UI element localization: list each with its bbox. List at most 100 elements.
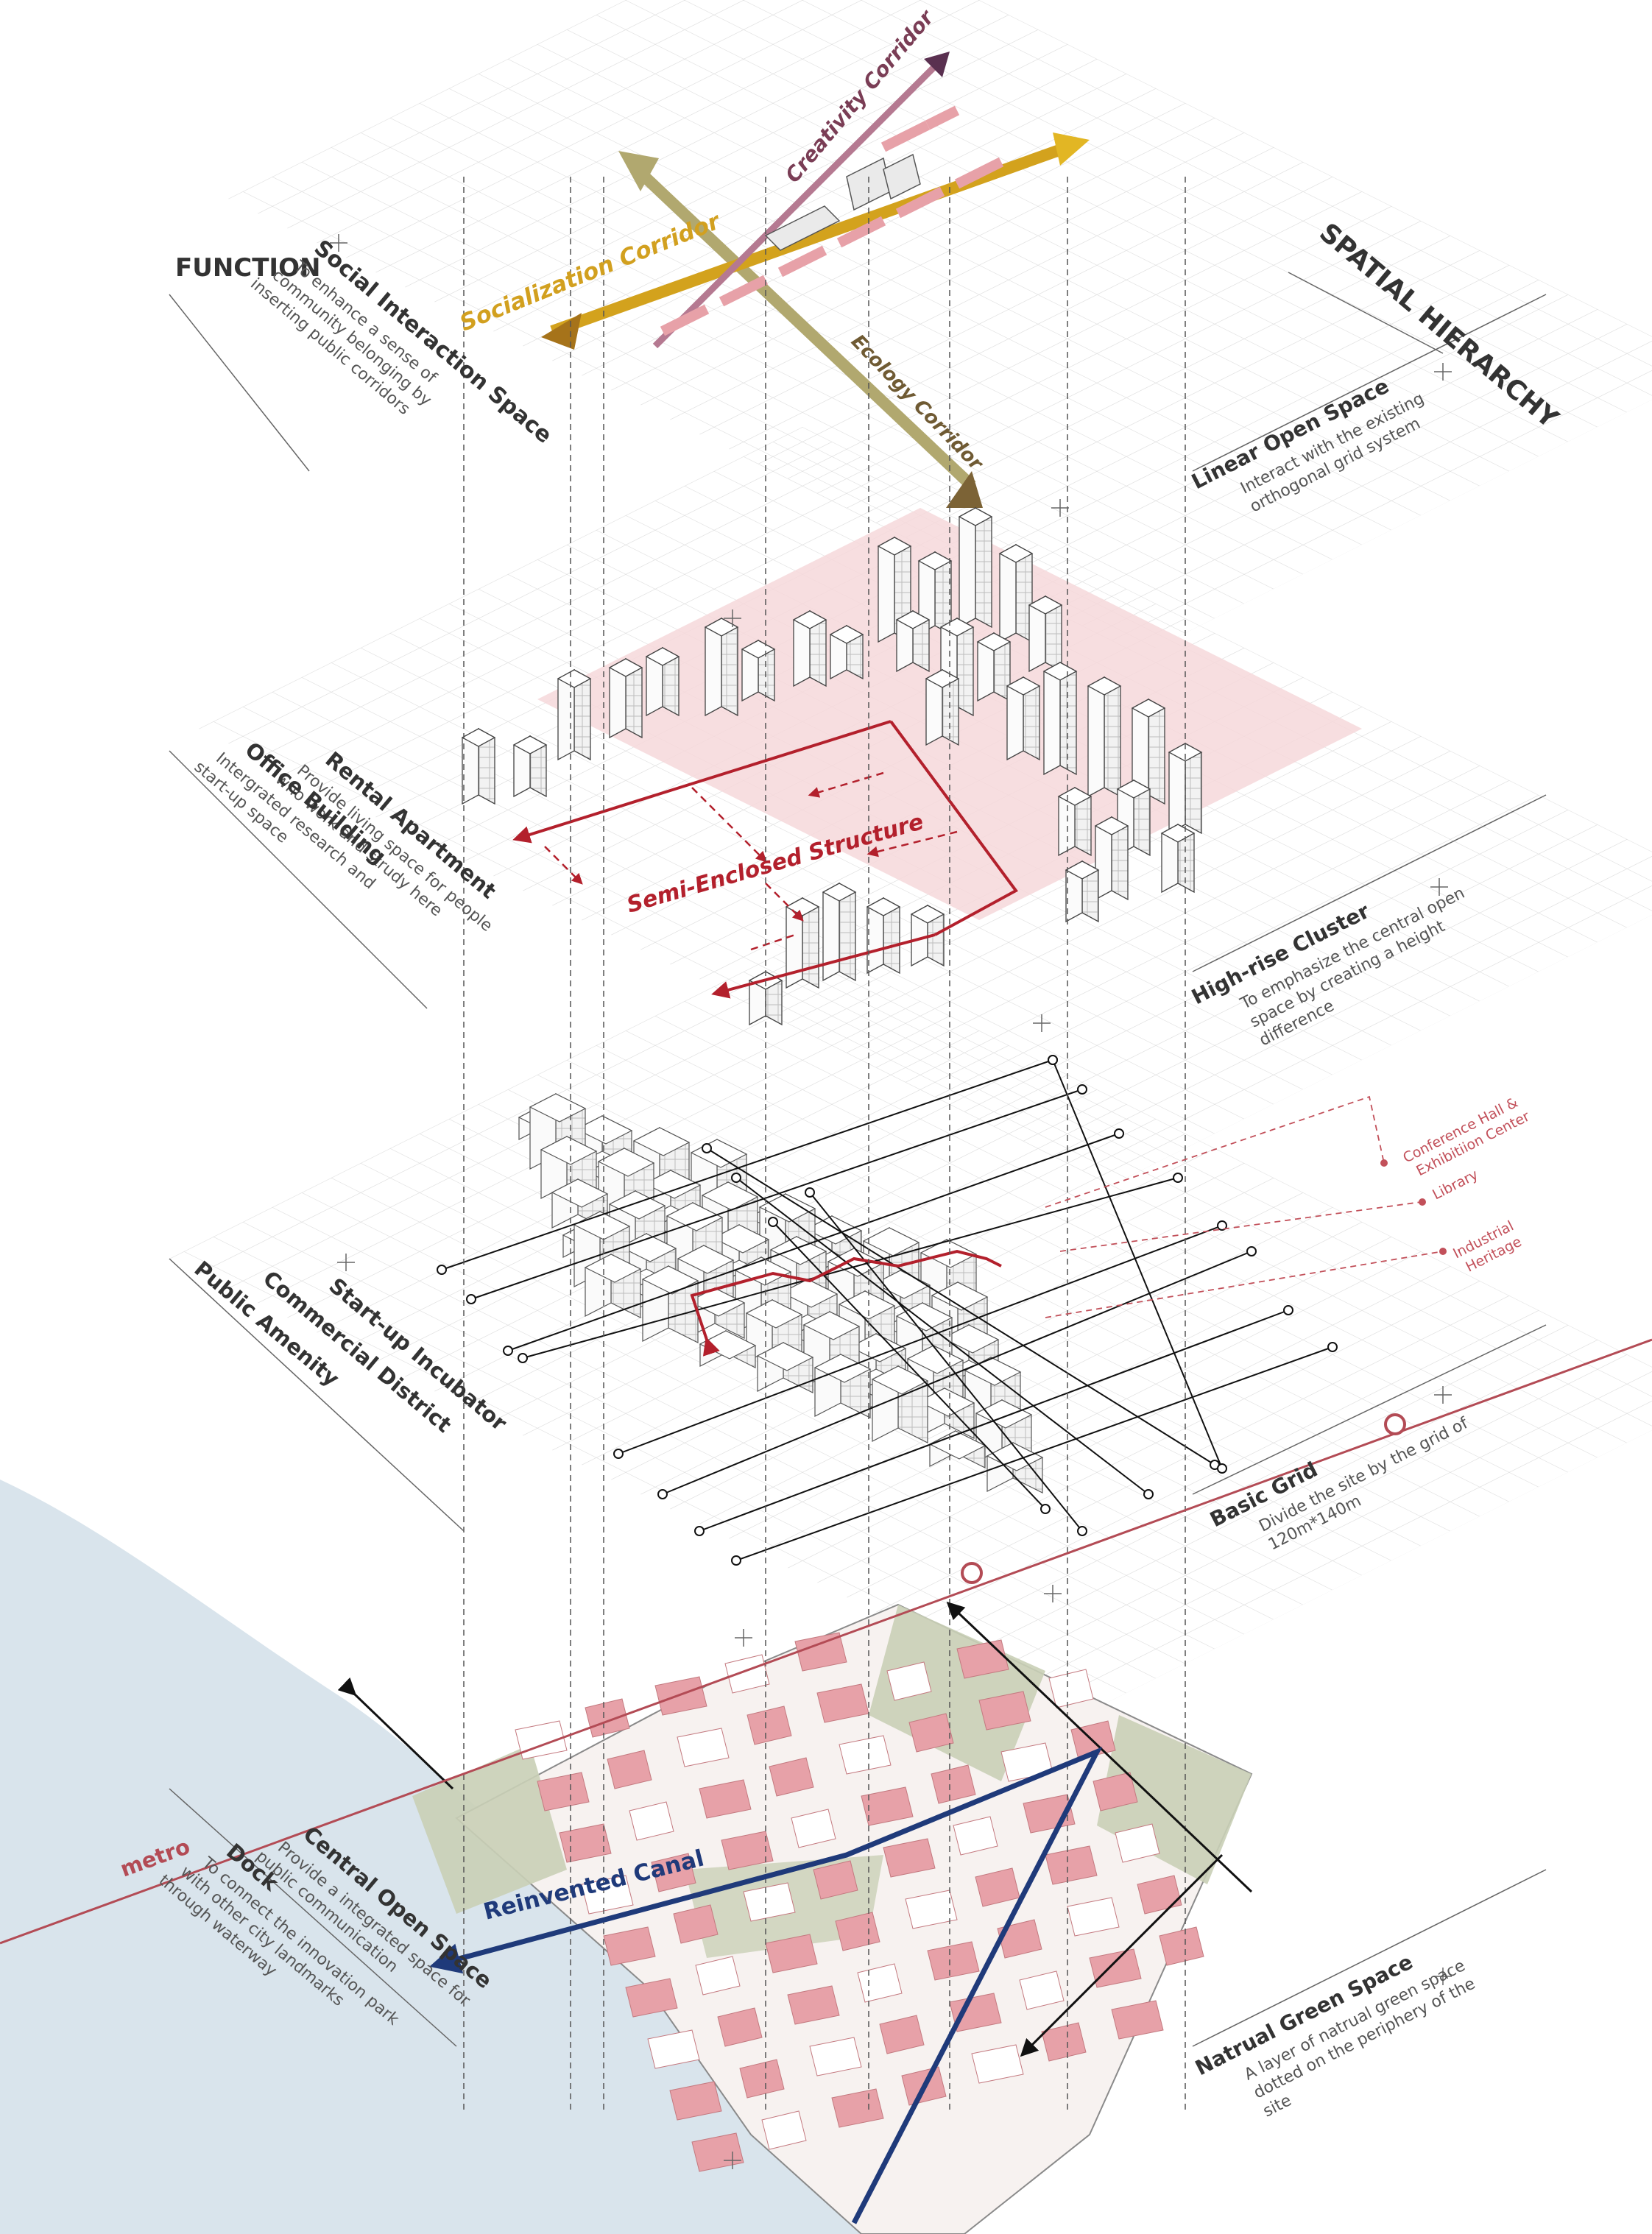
site-block xyxy=(669,2081,722,2121)
highrise-tower xyxy=(925,668,960,746)
site-block xyxy=(927,1941,980,1981)
site-block xyxy=(761,2110,807,2150)
site-block xyxy=(699,1779,752,1819)
site-block xyxy=(1111,2000,1164,2040)
district-building xyxy=(756,1342,814,1393)
site-block xyxy=(886,1661,932,1701)
site-block xyxy=(629,1801,674,1841)
site-block xyxy=(673,1904,719,1944)
site-block xyxy=(1089,1948,1142,1988)
site-block xyxy=(813,1860,858,1900)
site-block xyxy=(809,2037,862,2076)
highrise-tower xyxy=(1057,786,1092,857)
site-block xyxy=(861,1786,914,1826)
highrise-tower xyxy=(1065,860,1100,923)
reinvented-canal xyxy=(429,1747,1103,2224)
site-block xyxy=(883,1838,936,1878)
socialization-corridor-line xyxy=(550,141,1070,337)
site-block xyxy=(1067,1897,1120,1937)
site-block xyxy=(654,1676,707,1716)
site-block xyxy=(724,1654,770,1694)
highrise-tower xyxy=(461,727,496,805)
site-block xyxy=(746,1705,792,1745)
site-block xyxy=(953,1816,998,1856)
highrise-tower xyxy=(895,609,931,673)
highrise-tower xyxy=(785,897,820,989)
highrise-tower xyxy=(917,551,953,636)
site-block xyxy=(1115,1823,1160,1863)
site-block xyxy=(559,1823,612,1863)
highrise-tower xyxy=(645,646,680,717)
highrise-tower xyxy=(1042,661,1078,776)
site-block xyxy=(769,1757,814,1797)
site-block xyxy=(978,1691,1031,1731)
highrise-tower xyxy=(976,632,1012,702)
site-block xyxy=(581,1875,634,1915)
district-building xyxy=(584,1254,642,1318)
district-building xyxy=(641,1265,699,1343)
label-rules xyxy=(169,234,1547,2169)
highrise-tower xyxy=(1131,698,1166,805)
site-block xyxy=(695,1956,741,1996)
site-block xyxy=(791,1809,836,1848)
highrise-tower xyxy=(1028,595,1063,673)
highrise-towers xyxy=(461,506,1203,1026)
ecology-corridor-line xyxy=(632,165,976,490)
layer-1-grid xyxy=(228,0,1652,655)
site-block xyxy=(787,1985,840,2025)
site-block xyxy=(717,2007,763,2047)
library-label: Library xyxy=(1430,1167,1480,1203)
highrise-tower xyxy=(958,506,993,629)
site-block xyxy=(794,1632,847,1672)
highrise-tower xyxy=(608,657,643,739)
function-title: FUNCTION xyxy=(175,253,320,283)
district-buildings xyxy=(518,1093,1044,1494)
site-block xyxy=(905,1890,958,1929)
highrise-tower xyxy=(866,897,901,975)
site-block xyxy=(949,1993,1002,2032)
site-block xyxy=(1045,1845,1098,1885)
highrise-tower xyxy=(557,668,592,761)
site-block xyxy=(931,1764,976,1804)
creativity-corridor-line xyxy=(652,56,945,349)
district-building xyxy=(871,1365,929,1443)
metro-line xyxy=(0,1338,1652,1945)
district-building xyxy=(551,1178,609,1230)
site-block xyxy=(625,1978,678,2018)
highrise-tower xyxy=(512,735,548,798)
highrise-tower xyxy=(792,609,827,687)
red-path xyxy=(690,1249,1002,1357)
highrise-tower xyxy=(822,882,857,982)
site-block xyxy=(831,2088,884,2128)
site-block xyxy=(1092,1772,1138,1811)
site-block xyxy=(651,1853,696,1892)
site-block xyxy=(607,1750,652,1789)
site-block xyxy=(691,2132,744,2172)
projection-lines xyxy=(463,177,1186,2113)
highrise-tower xyxy=(829,624,864,680)
site-block xyxy=(971,2044,1024,2084)
site-block xyxy=(739,2059,785,2099)
site-block xyxy=(1159,1926,1204,1966)
highrise-tower xyxy=(1094,816,1129,901)
site-block xyxy=(997,1919,1042,1959)
corridor-layer xyxy=(541,52,1090,508)
semi-enclosed-structure xyxy=(512,720,1018,999)
highrise-tower xyxy=(704,617,739,717)
site-block xyxy=(743,1882,796,1922)
site-block xyxy=(537,1772,590,1811)
site-block xyxy=(1048,1669,1094,1708)
site-block xyxy=(677,1728,730,1767)
highrise-tower xyxy=(741,639,776,702)
site-block xyxy=(1019,1970,1065,2010)
highrise-tower xyxy=(998,543,1034,643)
site-block xyxy=(765,1934,818,1973)
highrise-tower xyxy=(1087,676,1122,798)
site-block xyxy=(647,2029,700,2069)
function-leader-lines xyxy=(437,1055,1338,1566)
site-block xyxy=(1137,1875,1182,1915)
site-block xyxy=(879,2015,925,2054)
site-block xyxy=(721,1831,774,1870)
